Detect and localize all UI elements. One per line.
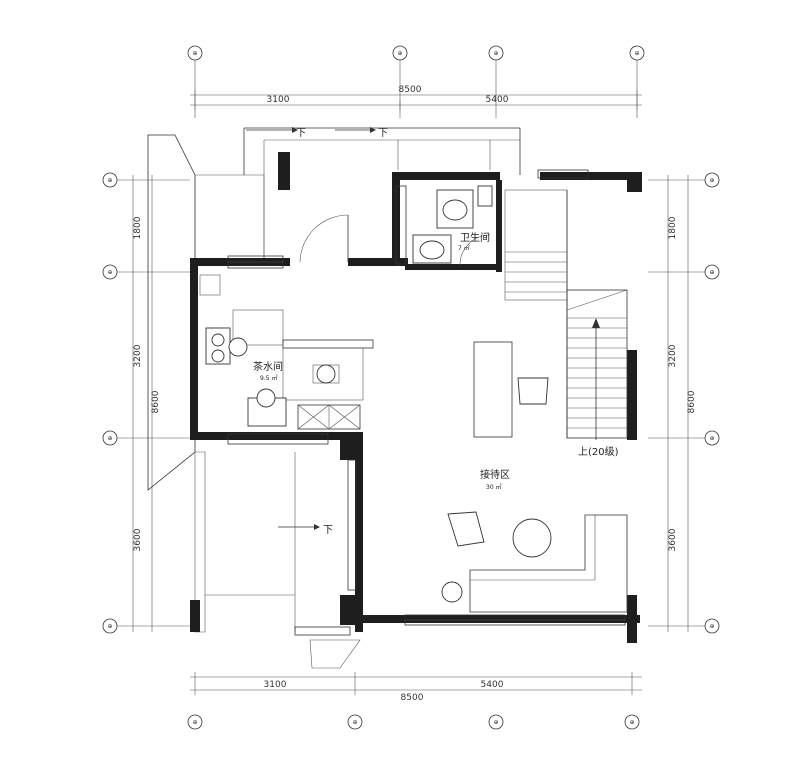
dim-left-1: 1800 <box>133 216 143 239</box>
grid-bubble-top-3: ⊕ <box>488 45 504 118</box>
bathroom-door <box>459 234 491 266</box>
svg-text:⊕: ⊕ <box>709 177 714 184</box>
grid-bubble-bottom-4: ⊕ <box>624 714 640 730</box>
dim-right-total: 8600 <box>687 390 697 413</box>
grid-bubble-bottom-1: ⊕ <box>187 714 203 730</box>
stairs-up-label: 上(20级) <box>578 446 619 458</box>
reception: 接待区 30 ㎡ <box>441 341 628 613</box>
down-label-2: 下 <box>378 128 388 139</box>
grid-bubble-bottom-2: ⊕ <box>347 714 363 730</box>
terrace-outlines <box>147 127 521 669</box>
bathroom: 卫生间 7 ㎡ <box>412 185 493 266</box>
reception-name: 接待区 <box>480 468 510 481</box>
sofa <box>469 514 628 613</box>
grid-bubble-right-4: ⊕ <box>648 618 720 634</box>
svg-text:⊕: ⊕ <box>107 177 112 184</box>
dim-left-3: 3600 <box>133 528 143 551</box>
svg-text:⊕: ⊕ <box>709 269 714 276</box>
svg-text:⊕: ⊕ <box>493 50 498 57</box>
tea-room-area: 9.5 ㎡ <box>260 374 277 382</box>
grid-bubble-right-2: ⊕ <box>648 264 720 280</box>
down-arrows: 下 下 下 <box>246 127 388 536</box>
grid-bubble-right-1: ⊕ <box>648 172 720 188</box>
dim-bottom-total: 8500 <box>401 693 424 703</box>
stool-icon <box>228 337 248 357</box>
dim-right-3: 3600 <box>668 528 678 551</box>
dimension-right: 1800 3200 3600 8600 <box>667 175 697 632</box>
entry-door <box>299 214 349 263</box>
grid-bubble-left-3: ⊕ <box>102 430 190 446</box>
shower-icon <box>477 185 493 207</box>
lounge-chair <box>447 511 485 547</box>
dim-bottom-right: 5400 <box>481 680 504 690</box>
stairs: 上(20级) <box>504 189 628 458</box>
svg-text:⊕: ⊕ <box>192 719 197 726</box>
svg-text:⊕: ⊕ <box>709 623 714 630</box>
reception-desk <box>473 341 513 438</box>
down-label-1: 下 <box>296 128 306 139</box>
tea-room: 茶水间 9.5 ㎡ <box>205 309 374 430</box>
chair-icon <box>316 364 336 384</box>
dim-right-2: 3200 <box>668 344 678 367</box>
grid-bubble-left-1: ⊕ <box>102 172 190 188</box>
side-table <box>441 581 463 603</box>
bathroom-area: 7 ㎡ <box>458 244 470 252</box>
svg-text:⊕: ⊕ <box>709 435 714 442</box>
grid-bubble-right-3: ⊕ <box>648 430 720 446</box>
dim-top-right: 5400 <box>486 95 509 105</box>
windows <box>227 169 626 636</box>
grid-bubble-bottom-3: ⊕ <box>488 714 504 730</box>
dimension-bottom: 3100 5400 8500 <box>190 672 642 703</box>
dim-left-2: 3200 <box>133 344 143 367</box>
svg-text:⊕: ⊕ <box>107 269 112 276</box>
dim-top-total: 8500 <box>399 85 422 95</box>
bathroom-name: 卫生间 <box>460 231 490 244</box>
svg-text:⊕: ⊕ <box>192 50 197 57</box>
dim-bottom-left: 3100 <box>264 680 287 690</box>
dimension-left: 1800 3200 3600 8600 <box>132 175 161 632</box>
down-label-3: 下 <box>323 525 333 536</box>
coffee-table <box>512 518 552 558</box>
svg-text:⊕: ⊕ <box>352 719 357 726</box>
dim-right-1: 1800 <box>668 216 678 239</box>
svg-text:⊕: ⊕ <box>397 50 402 57</box>
svg-text:⊕: ⊕ <box>629 719 634 726</box>
dimension-top: 8500 3100 5400 <box>190 85 642 110</box>
svg-text:⊕: ⊕ <box>107 623 112 630</box>
svg-text:⊕: ⊕ <box>107 435 112 442</box>
grid-bubble-left-2: ⊕ <box>102 264 190 280</box>
dim-top-left: 3100 <box>267 95 290 105</box>
svg-text:⊕: ⊕ <box>493 719 498 726</box>
grid-bubble-left-4: ⊕ <box>102 618 190 634</box>
reception-chair <box>517 377 549 405</box>
tea-room-name: 茶水间 <box>253 360 283 373</box>
dim-left-total: 8600 <box>151 390 161 413</box>
reception-area: 30 ㎡ <box>486 483 502 491</box>
svg-text:⊕: ⊕ <box>634 50 639 57</box>
tea-counter <box>282 339 374 349</box>
